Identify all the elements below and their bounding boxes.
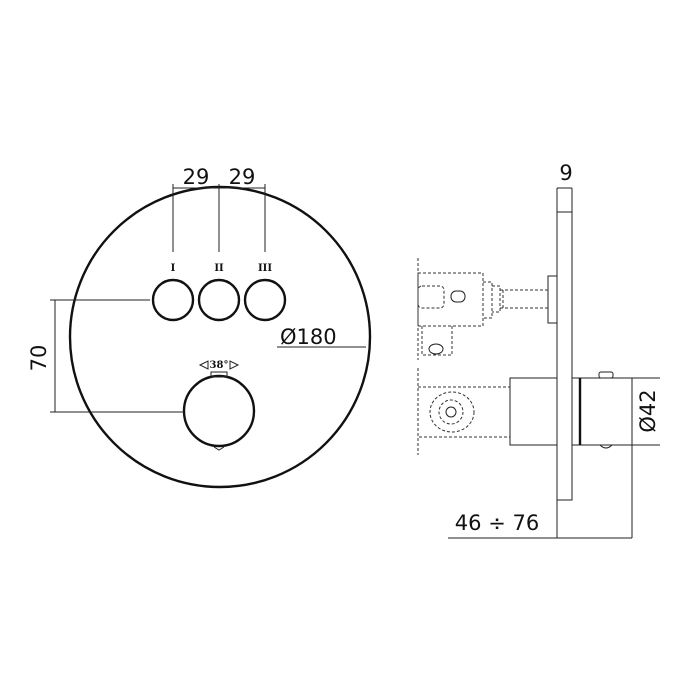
button-2: [197, 278, 241, 322]
spacing-dimension-lines: [172, 184, 266, 252]
upper-stem: [500, 289, 548, 309]
front-view: I II III 38° 29 29 70 Ø180: [27, 165, 372, 489]
side-view: 9 Ø42 46 ÷ 76: [417, 161, 660, 539]
diameter-dim: Ø180: [280, 325, 337, 349]
button-label-3: III: [258, 263, 272, 274]
upper-inlet: [417, 285, 445, 309]
button-label-1: I: [171, 263, 176, 274]
lower-valve-body: [417, 386, 511, 438]
lower-inlet-core: [445, 406, 457, 418]
upper-slot: [450, 290, 466, 303]
handle-dimension-lines: [632, 377, 660, 446]
depth-dim: 46 ÷ 76: [455, 511, 539, 535]
button-label-2: II: [214, 263, 224, 274]
spacing-dim-2: 29: [229, 165, 256, 189]
cover-plate-side: [556, 211, 573, 501]
handle-diameter-dim: Ø42: [636, 389, 660, 432]
upper-flange: [547, 275, 558, 324]
button-1: [151, 278, 195, 322]
knob-indicator-tab: [210, 371, 228, 378]
rotation-arrows-icon: [198, 360, 240, 370]
knob-bottom-mark: [213, 446, 225, 451]
height-dim: 70: [27, 345, 51, 372]
upper-valve-body: [417, 272, 484, 327]
height-dimension-lines: [50, 299, 184, 413]
handle-tab: [598, 371, 614, 379]
upper-connector: [483, 281, 501, 319]
upper-fitting: [428, 343, 444, 355]
handle-bottom-mark: [599, 444, 613, 449]
depth-dimension-lines: [448, 445, 633, 539]
upper-bracket: [417, 258, 453, 360]
thickness-dim: 9: [559, 161, 572, 185]
cover-plate-circle: [68, 185, 372, 489]
thickness-dimension-lines: [556, 187, 573, 212]
thermostat-knob: [182, 374, 256, 448]
rotation-angle: 38°: [210, 360, 229, 371]
spacing-dim-1: 29: [183, 165, 210, 189]
button-3: [243, 278, 287, 322]
lower-inlet: [429, 391, 475, 433]
lower-inlet-inner: [438, 399, 464, 425]
lower-pipe: [509, 377, 558, 446]
